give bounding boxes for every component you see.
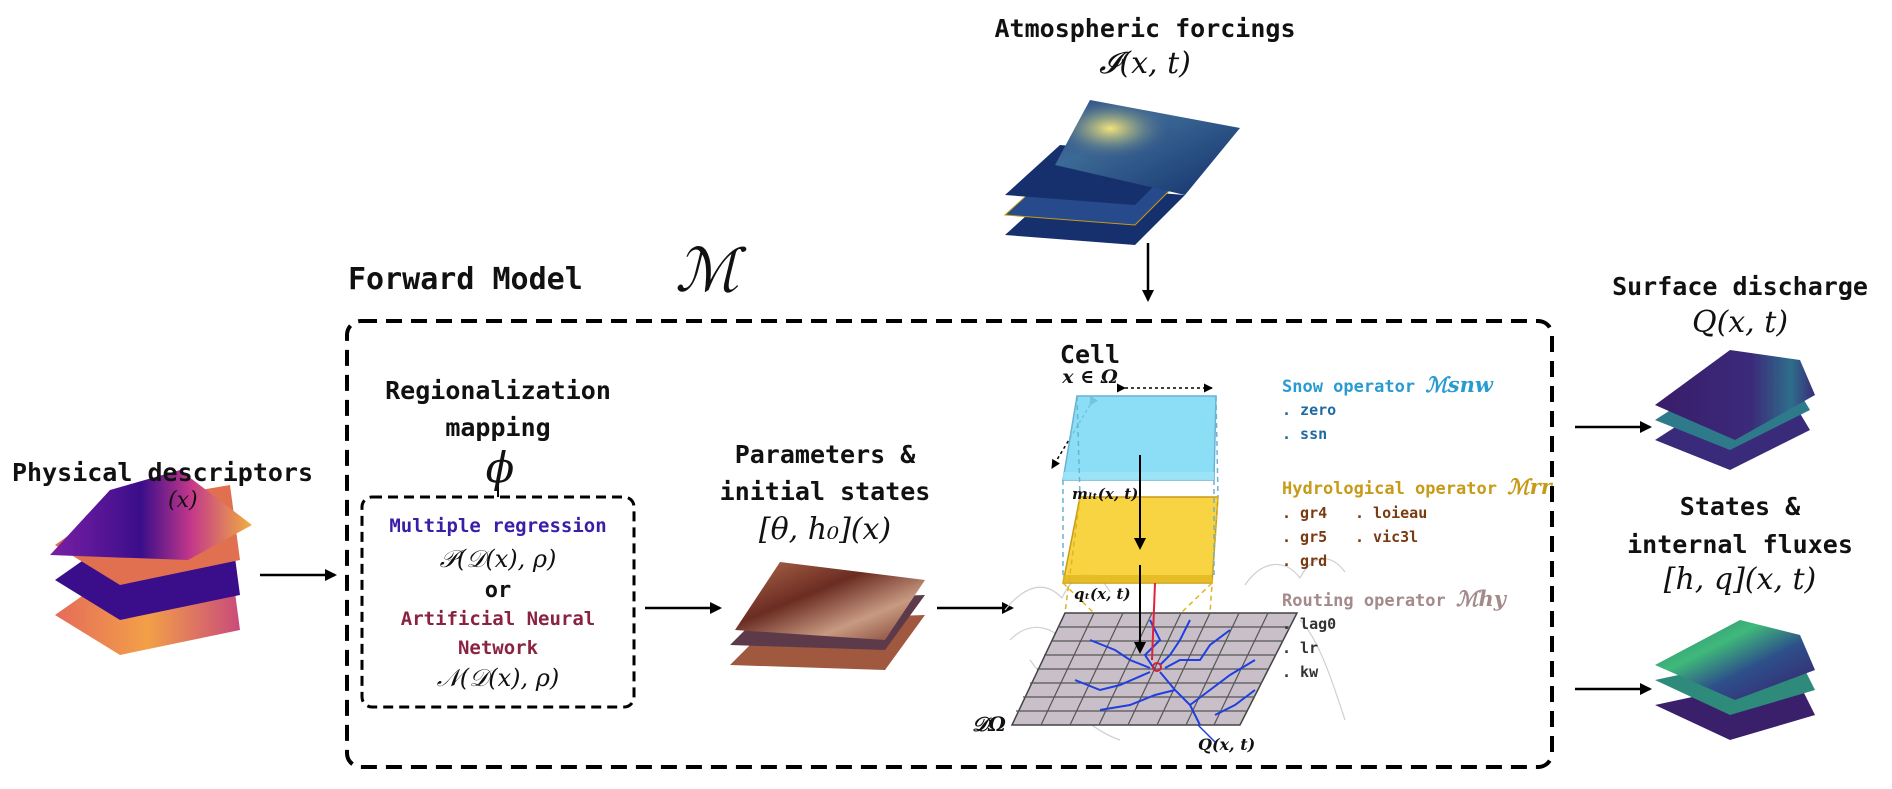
hydro-options-col1: . gr4 . gr5 . grd [1282, 504, 1328, 570]
atmospheric-forcings-layers [1003, 100, 1240, 245]
surface-discharge-title: Surface discharge [1612, 272, 1868, 301]
cell-symbol: x ∈ Ω [1062, 366, 1118, 388]
domain-grid [1010, 612, 1299, 743]
method-multiple-regression: Multiple regression [389, 515, 607, 537]
regionalization-title-line1: Regionalization [385, 376, 611, 405]
method-ann-line2: Network [457, 637, 539, 659]
parameters-layers [730, 562, 925, 670]
surface-discharge-symbol: Q(x, t) [1691, 305, 1789, 340]
formula-multiple-regression: 𝒫(𝒟(x), ρ) [439, 545, 557, 573]
formula-ann: 𝒩(𝒟(x), ρ) [436, 664, 560, 692]
hydro-operator-label: Hydrological operator ℳrr [1282, 474, 1552, 499]
or-label: or [484, 578, 512, 603]
physical-descriptors-title: Physical descriptors [12, 458, 314, 487]
states-title-line1: States & [1679, 492, 1801, 521]
parameters-symbol: [θ, h₀](x) [758, 512, 892, 547]
forward-model-box [345, 319, 1554, 769]
parameters-title-line2: initial states [719, 477, 931, 506]
outlet-discharge-label: Q(x, t) [1198, 735, 1256, 754]
method-ann-line1: Artificial Neural [400, 608, 596, 630]
regionalization-symbol: ϕ [485, 443, 515, 492]
snow-operator-label: Snow operator ℳsnw [1282, 372, 1493, 397]
routing-operator-label: Routing operator ℳhy [1282, 586, 1506, 611]
parameters-title-line1: Parameters & [734, 440, 916, 469]
snow-options: . zero . ssn [1282, 401, 1337, 443]
regionalization-title-line2: mapping [445, 413, 551, 442]
states-title-line2: internal fluxes [1627, 530, 1853, 559]
physical-descriptors-layers [50, 470, 252, 655]
surface-discharge-layers [1655, 350, 1815, 470]
domain-label: 𝒟Ω [972, 712, 1006, 736]
routing-options: . lag0 . lr . kw [1282, 615, 1337, 681]
cell-title: Cell [1059, 340, 1121, 369]
forward-model-title: Forward Model [348, 262, 583, 297]
qt-label: qₜ(x, t) [1074, 585, 1131, 603]
hydro-options-col2: . loieau . vic3l [1355, 504, 1428, 546]
states-layers [1655, 620, 1815, 740]
forward-model-symbol: ℳ [675, 236, 740, 306]
states-symbol: [h, q](x, t) [1663, 562, 1817, 597]
physical-descriptors-symbol: (x) [168, 488, 198, 513]
atmospheric-forcings-title: Atmospheric forcings [994, 14, 1296, 43]
mlt-label: mₗₜ(x, t) [1072, 485, 1139, 503]
atmospheric-forcings-symbol: 𝓘(x, t) [1099, 46, 1191, 81]
regionalization-box [360, 495, 636, 709]
snow-plane [1062, 395, 1219, 575]
